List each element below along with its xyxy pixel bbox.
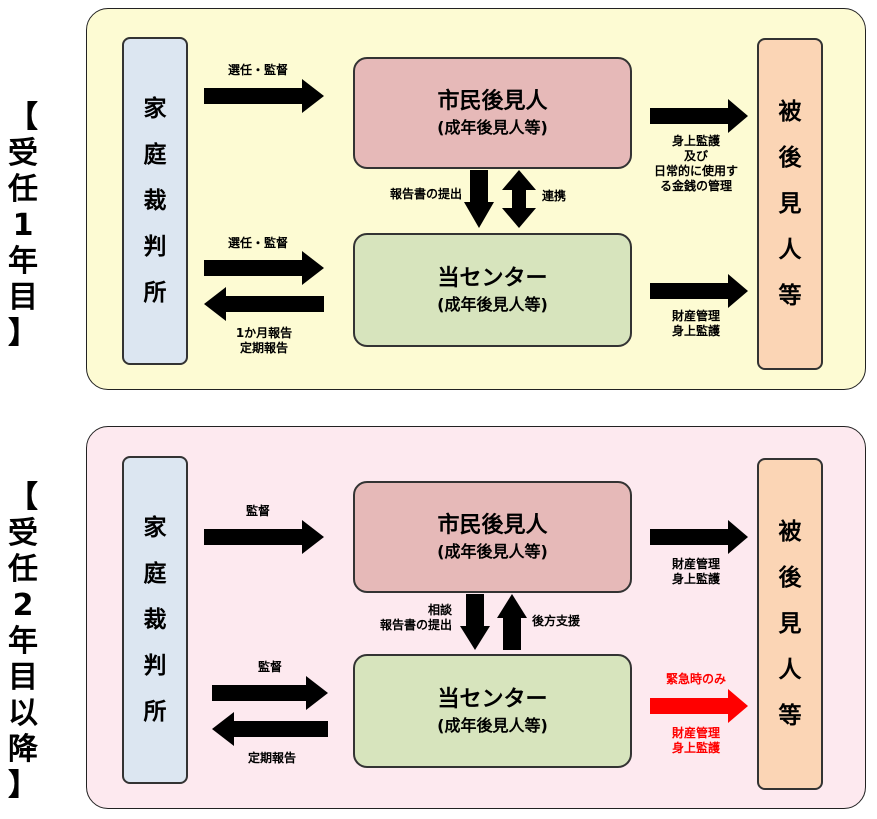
section1-arrow-center-to-court (204, 287, 324, 321)
section1-arrow-citizen-to-center (464, 170, 494, 228)
section1-arrow-center-to-ward (650, 274, 748, 308)
section1-citizen-guardian-box: 市民後見人 (成年後見人等) (353, 57, 632, 169)
section1-center-box: 当センター (成年後見人等) (353, 233, 632, 347)
section2-arrow-center-support-up (497, 594, 527, 650)
section2-label-emergency-only: 緊急時のみ (665, 672, 726, 686)
section2-arrow-court-to-center (212, 676, 328, 710)
center-title: 当センター (437, 266, 548, 291)
section1-label-property-management: 財産管理 (671, 309, 720, 323)
section1-label-appoint-supervise-bottom: 選任・監督 (227, 236, 288, 250)
section2-ward-box: 被 後 見 人 等 (757, 458, 823, 790)
citizen-title: 市民後見人 (437, 513, 548, 538)
section1-ward-box: 被 後 見 人 等 (757, 38, 823, 370)
section1-arrow-citizen-to-ward (650, 99, 748, 133)
citizen-subtitle: (成年後見人等) (437, 118, 548, 137)
section1-arrow-court-to-citizen (204, 79, 324, 113)
center-title: 当センター (437, 687, 548, 712)
section2-arrow-citizen-to-center (460, 594, 490, 650)
section2-arrow-center-to-ward-emergency (650, 689, 748, 723)
citizen-title: 市民後見人 (437, 89, 548, 114)
section1-label-report-submission: 報告書の提出 (389, 187, 462, 201)
section1-label-and: 及び (683, 149, 708, 163)
section1-arrow-court-to-center (204, 251, 324, 285)
section1-label-appoint-supervise-top: 選任・監督 (227, 63, 288, 77)
section2-label-consultation: 相談 (427, 603, 452, 617)
section2-citizen-guardian-box: 市民後見人 (成年後見人等) (353, 481, 632, 593)
section2-center-box: 当センター (成年後見人等) (353, 654, 632, 768)
section1-label-link: 連携 (542, 189, 567, 203)
section2-label: 【 受 任 2 年 目 以 降 】 (8, 480, 38, 803)
section1-label-personal-care-2: 身上監護 (671, 324, 720, 338)
section1-label-monthly-report: 1か月報告 (235, 326, 293, 340)
section1-label-periodic-report: 定期報告 (239, 341, 288, 355)
section1-court-box: 家 庭 裁 判 所 (122, 37, 188, 365)
section1-label: 【 受 任 1 年 目 】 (8, 100, 38, 351)
section2-label-property-management-1: 財産管理 (671, 557, 720, 571)
section2-label-backup-support: 後方支援 (532, 614, 581, 628)
section1-label-daily-money-1: 日常的に使用す (653, 164, 738, 178)
citizen-subtitle: (成年後見人等) (437, 542, 548, 561)
center-subtitle: (成年後見人等) (437, 295, 548, 314)
section2-label-report-submission: 報告書の提出 (379, 618, 452, 632)
section2-arrow-center-to-court (212, 712, 328, 746)
section2-label-personal-care-2: 身上監護 (671, 741, 720, 755)
section1-label-daily-money-2: る金銭の管理 (659, 179, 732, 193)
center-subtitle: (成年後見人等) (437, 716, 548, 735)
section2-label-supervise-bottom: 監督 (257, 660, 282, 674)
section2-label-personal-care-1: 身上監護 (671, 572, 720, 586)
section2-arrow-court-to-citizen (204, 520, 324, 554)
section2-label-periodic-report: 定期報告 (247, 751, 296, 765)
section2-court-box: 家 庭 裁 判 所 (122, 456, 188, 784)
section2-label-supervise-top: 監督 (245, 504, 270, 518)
section1-label-personal-care: 身上監護 (671, 134, 720, 148)
section2-label-property-management-2: 財産管理 (671, 726, 720, 740)
section1-arrow-link-bidirectional (502, 170, 536, 228)
section2-arrow-citizen-to-ward (650, 520, 748, 554)
